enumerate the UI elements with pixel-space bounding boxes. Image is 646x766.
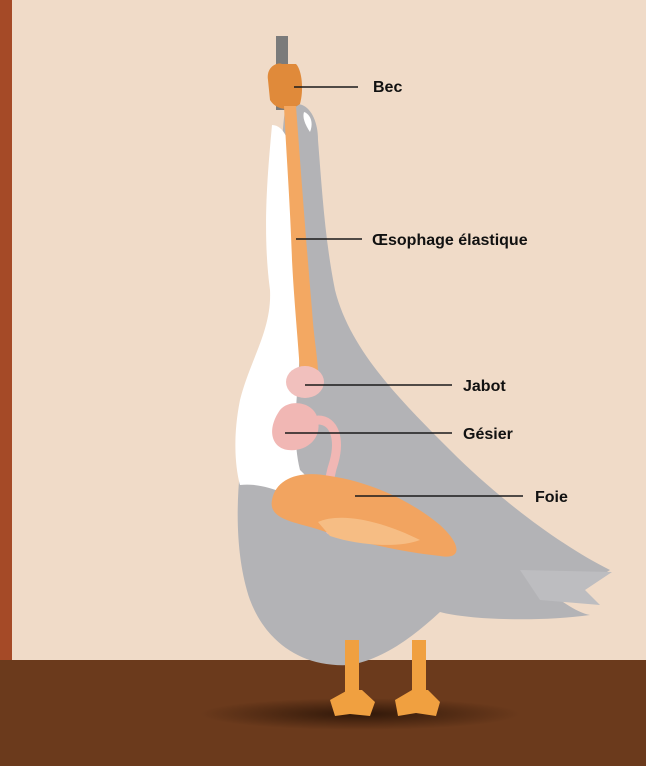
crop: [286, 366, 324, 398]
label-esophagus: Œsophage élastique: [372, 232, 528, 249]
label-liver: Foie: [535, 489, 568, 506]
beak: [268, 64, 302, 109]
label-beak: Bec: [373, 79, 402, 96]
label-crop: Jabot: [463, 378, 506, 395]
label-gizzard: Gésier: [463, 426, 513, 443]
left-border: [0, 0, 12, 660]
